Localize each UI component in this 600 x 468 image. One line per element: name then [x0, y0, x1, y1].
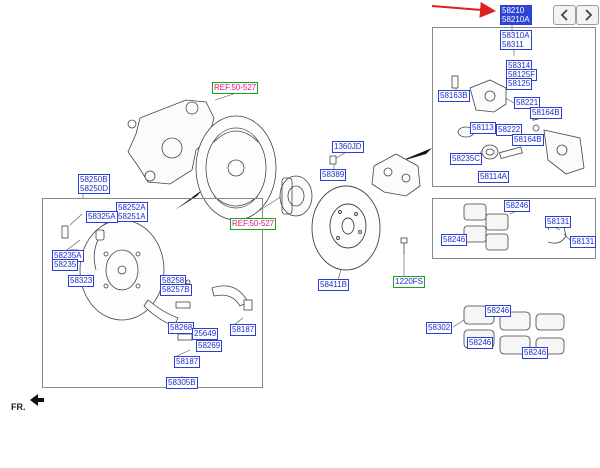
part-callout-58210-line2: 58210A [502, 15, 530, 24]
part-callout-58310A-line1: 58310A [502, 31, 530, 40]
part-callout-58250B-line1: 58250B [80, 175, 108, 184]
part-label-58389[interactable]: 58389 [320, 169, 347, 181]
part-label-58221[interactable]: 58221 [514, 97, 541, 109]
reference-link-1[interactable]: REF.50-527 [212, 82, 259, 94]
chevron-right-icon [584, 9, 592, 21]
brake-disc [311, 185, 381, 271]
part-label-58235C[interactable]: 58235C [450, 153, 483, 165]
parking-brake-backplate [195, 115, 277, 221]
part-callout-58250B-line2: 58250D [80, 184, 109, 193]
part-label-58187-a[interactable]: 58187 [230, 324, 257, 336]
hub-bearing [279, 175, 313, 217]
part-label-58246-c[interactable]: 58246 [485, 305, 512, 317]
part-callout-58252A-line1: 58252A [118, 203, 146, 212]
front-direction-arrow [30, 394, 44, 406]
part-label-58246-e[interactable]: 58246 [522, 347, 549, 359]
bolts [329, 155, 408, 254]
assembly-arrow [175, 190, 202, 210]
part-label-58131-a[interactable]: 58131 [545, 216, 572, 228]
steering-knuckle [127, 99, 215, 185]
part-callout-58252A-line2: 58251A [118, 212, 146, 221]
part-callout-58310A-line2: 58311 [502, 40, 524, 49]
part-callout-58310A[interactable]: 58310A 58311 [500, 30, 532, 50]
part-label-58125[interactable]: 58125 [506, 78, 533, 90]
part-callout-58250B[interactable]: 58250B 58250D [78, 174, 111, 194]
caliper-group-box [432, 27, 596, 187]
part-label-58257B[interactable]: 58257B [160, 284, 192, 296]
part-label-58164B-2[interactable]: 58164B [512, 134, 544, 146]
part-callout-58210-line1: 58210 [502, 6, 525, 15]
part-label-58411B[interactable]: 58411B [318, 279, 349, 291]
part-label-58164B[interactable]: 58164B [530, 107, 562, 119]
next-button[interactable] [576, 5, 599, 25]
brake-pads [463, 203, 567, 251]
chevron-left-icon [560, 9, 568, 21]
reference-link-2[interactable]: REF.50-527 [230, 218, 277, 230]
assembly-arrow [398, 148, 432, 162]
part-label-58187-b[interactable]: 58187 [174, 356, 201, 368]
part-label-58131-b[interactable]: 58131 [570, 236, 597, 248]
shoe-group-box [42, 198, 263, 388]
part-label-1220FS[interactable]: 1220FS [393, 276, 426, 288]
part-label-58246-d[interactable]: 58246 [467, 337, 494, 349]
part-label-58222[interactable]: 58222 [496, 124, 523, 136]
part-callout-58210[interactable]: 58210 58210A [500, 5, 532, 25]
parking-shoe-assembly [61, 219, 253, 341]
prev-button[interactable] [553, 5, 576, 25]
part-label-58113[interactable]: 58113 [470, 122, 496, 134]
front-direction-label: FR. [11, 402, 26, 412]
part-callout-58252A[interactable]: 58252A 58251A [116, 202, 148, 222]
part-label-58302[interactable]: 58302 [426, 322, 453, 334]
part-label-58323[interactable]: 58323 [68, 275, 95, 287]
part-label-58246-b[interactable]: 58246 [441, 234, 468, 246]
part-label-1360JD[interactable]: 1360JD [332, 141, 364, 153]
part-label-58114A[interactable]: 58114A [478, 171, 509, 183]
caliper-body [371, 153, 421, 197]
red-pointer-arrow [431, 1, 496, 18]
part-label-58268[interactable]: 58268 [168, 322, 195, 334]
part-label-58305B[interactable]: 58305B [166, 377, 198, 389]
part-label-25649[interactable]: 25649 [192, 328, 219, 340]
part-label-58325A[interactable]: 58325A [86, 211, 118, 223]
part-label-58269[interactable]: 58269 [196, 340, 223, 352]
part-label-58246-a[interactable]: 58246 [504, 200, 531, 212]
part-label-58163B[interactable]: 58163B [438, 90, 470, 102]
part-label-58235[interactable]: 58235 [52, 259, 79, 271]
pads-group-box [432, 198, 596, 259]
